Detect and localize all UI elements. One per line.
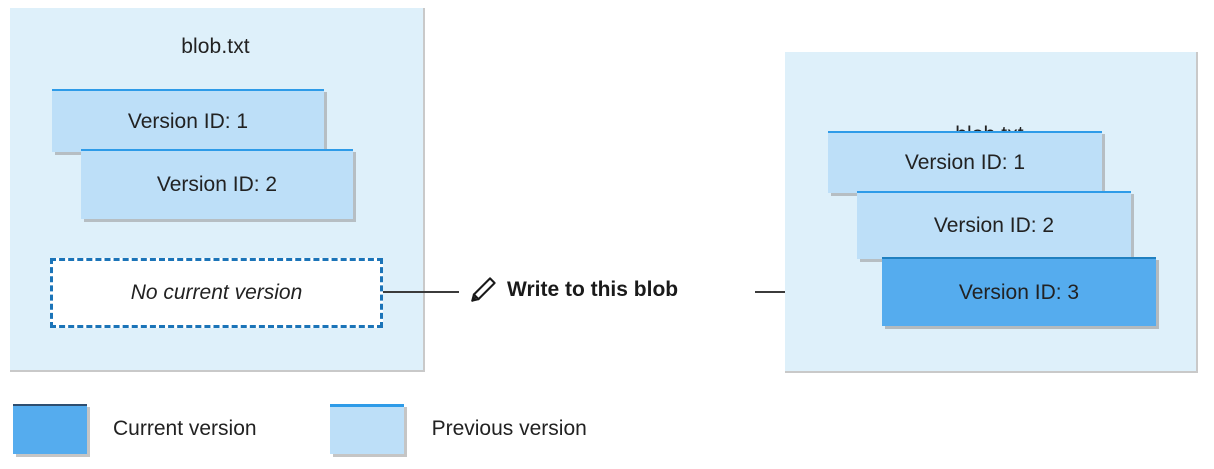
write-action-label: Write to this blob xyxy=(507,278,679,301)
blob-name-label-before: blob.txt xyxy=(181,35,250,58)
legend-item-previous-version: Previous version xyxy=(329,404,587,454)
no-current-version-box: No current version xyxy=(50,258,383,328)
write-action-group: Write to this blob xyxy=(468,275,678,305)
legend-swatch-current-icon xyxy=(13,404,87,454)
version-card-label: Version ID: 1 xyxy=(127,109,249,133)
connector-line-left xyxy=(383,291,459,293)
legend-item-current-version: Current version xyxy=(13,404,257,454)
version-card-label: Version ID: 2 xyxy=(933,214,1055,237)
legend-swatch-previous-icon xyxy=(329,404,404,454)
version-card-label: Version ID: 2 xyxy=(156,173,278,196)
no-current-version-label: No current version xyxy=(130,281,303,304)
version-card-before-2: Version ID: 2 xyxy=(81,149,353,219)
version-card-label: Version ID: 1 xyxy=(904,151,1026,174)
legend-label-previous: Previous version xyxy=(431,417,587,440)
legend: Current version Previous version xyxy=(13,404,587,454)
version-card-after-3-current: Version ID: 3 xyxy=(882,257,1156,326)
legend-label-current: Current version xyxy=(113,417,257,440)
version-card-after-2: Version ID: 2 xyxy=(857,191,1131,259)
pencil-icon xyxy=(471,277,496,302)
version-card-label: Version ID: 3 xyxy=(958,280,1080,304)
version-card-before-1: Version ID: 1 xyxy=(52,89,324,152)
version-card-after-1: Version ID: 1 xyxy=(828,131,1102,193)
